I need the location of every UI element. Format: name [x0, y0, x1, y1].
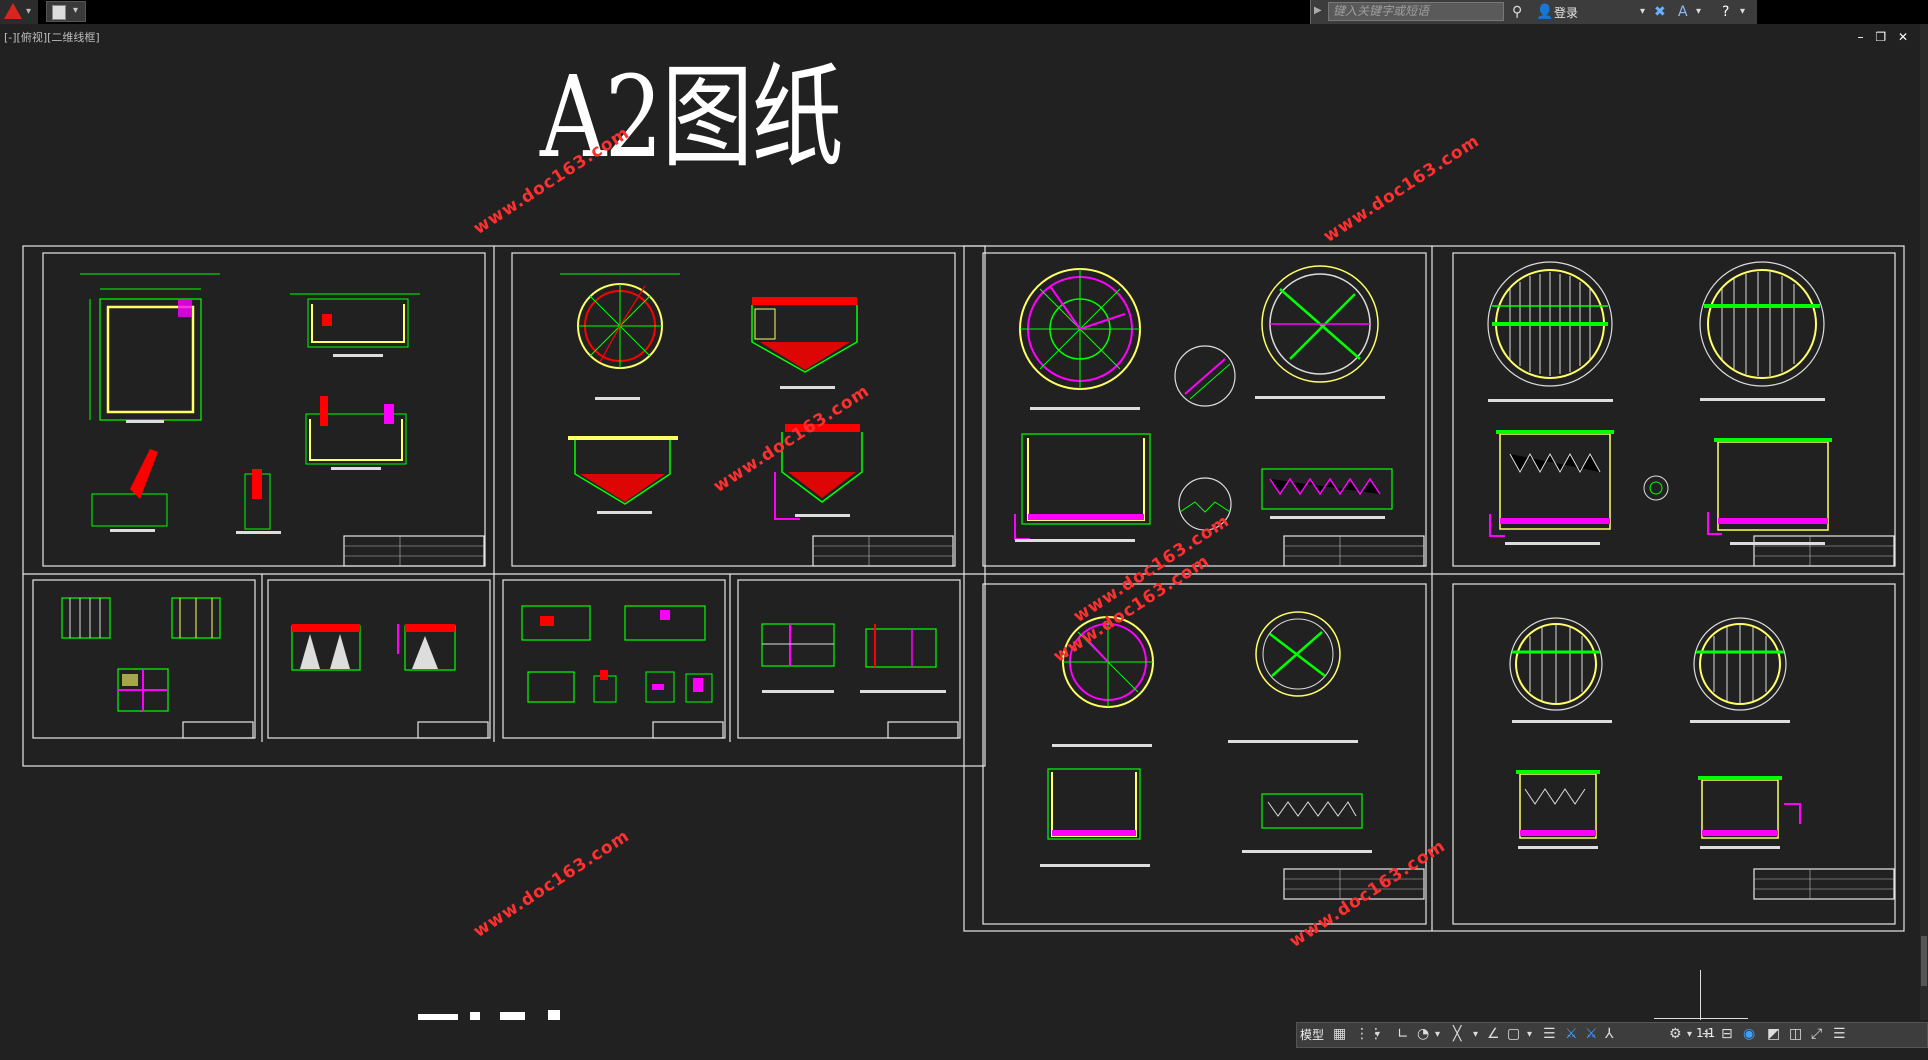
chevron-down-icon[interactable]: ▾: [1435, 1029, 1441, 1040]
chevron-down-icon[interactable]: ▾: [1687, 1029, 1693, 1040]
expand-arrow-icon[interactable]: ▶: [1314, 5, 1322, 16]
sheet-4-drawings: [1487, 261, 1832, 545]
workspace-icon[interactable]: ◩: [1767, 1026, 1781, 1042]
model-tab[interactable]: 模型: [1300, 1028, 1325, 1042]
plus-icon[interactable]: +: [1701, 1026, 1713, 1042]
frame-left-group: [22, 245, 986, 767]
application-menu-button[interactable]: ▾: [0, 0, 38, 24]
restore-icon[interactable]: ❐: [1875, 30, 1887, 44]
search-input[interactable]: 键入关键字或短语: [1328, 2, 1504, 21]
fullscreen-icon[interactable]: ⤢: [1811, 1026, 1823, 1042]
chevron-down-icon[interactable]: ▾: [73, 5, 79, 16]
crosshair-cursor: [1654, 1018, 1748, 1019]
osnap-icon[interactable]: ╳: [1453, 1026, 1462, 1042]
hardware-icon[interactable]: ◉: [1743, 1026, 1756, 1042]
polar-icon[interactable]: ◔: [1417, 1026, 1430, 1042]
drawing-window-controls[interactable]: – ❐ ✕: [1850, 30, 1908, 44]
small-sheet-2-drawings: [291, 624, 456, 671]
sheet-2-drawings: [560, 273, 863, 520]
sheet-1-drawings: [80, 273, 420, 534]
small-sheet-3-drawings: [521, 605, 713, 703]
small-sheet-1-drawings: [61, 597, 221, 712]
annotation-visibility-icon[interactable]: ⚔: [1585, 1026, 1598, 1042]
user-icon[interactable]: 👤: [1536, 4, 1554, 20]
clean-screen-icon[interactable]: ◫: [1789, 1026, 1803, 1042]
sheet-3-drawings: [1014, 265, 1393, 542]
chevron-down-icon[interactable]: ▾: [1473, 1029, 1479, 1040]
autocad-logo-icon: [4, 3, 22, 19]
scrollbar-thumb[interactable]: [1921, 936, 1927, 986]
vertical-scrollbar[interactable]: [1920, 24, 1928, 1020]
ortho-icon[interactable]: ∟: [1397, 1026, 1409, 1042]
save-icon[interactable]: [52, 5, 66, 20]
chevron-down-icon[interactable]: ▾: [1740, 6, 1746, 17]
drawing-canvas[interactable]: [0, 24, 1928, 1020]
close-icon[interactable]: ✕: [1897, 30, 1908, 44]
annotation-scale-icon[interactable]: ⅄: [1605, 1026, 1614, 1042]
minimize-icon[interactable]: –: [1857, 30, 1864, 44]
status-bar-toolbar: ▦ ⋮⋮ ▾ ∟ ◔ ▾ ╳ ▾ ∠ ▢ ▾ ☰ ⚔ ⚔ ⅄ ⚙ ▾ + ⊟ ◉…: [1296, 1022, 1928, 1048]
exchange-icon[interactable]: ✖: [1654, 4, 1666, 20]
quick-access-toolbar[interactable]: ▾: [46, 1, 86, 22]
annotation-scale-dropdown[interactable]: 1:1: [1696, 1026, 1716, 1040]
drawing-title-text: A2图纸: [540, 53, 844, 183]
chevron-down-icon[interactable]: ▾: [1527, 1029, 1533, 1040]
menu-icon[interactable]: ☰: [1833, 1026, 1846, 1042]
offscreen-text-fragment: [418, 1010, 560, 1020]
otrack-icon[interactable]: ∠: [1487, 1026, 1500, 1042]
isolate-icon[interactable]: ⊟: [1721, 1026, 1733, 1042]
chevron-down-icon[interactable]: ▾: [1640, 6, 1646, 17]
annotation-icon[interactable]: ⚔: [1565, 1026, 1578, 1042]
settings-icon[interactable]: ⚙: [1669, 1026, 1682, 1042]
chevron-down-icon[interactable]: ▾: [1375, 1029, 1381, 1040]
binoculars-icon[interactable]: ⚲: [1512, 4, 1523, 20]
transparency-icon[interactable]: ☰: [1543, 1026, 1556, 1042]
sheet-6-drawings: [1509, 617, 1801, 849]
sheet-5-drawings: [1040, 611, 1372, 867]
chevron-down-icon[interactable]: ▾: [1696, 6, 1702, 17]
grid-icon[interactable]: ▦: [1333, 1026, 1347, 1042]
lineweight-icon[interactable]: ▢: [1507, 1026, 1521, 1042]
help-icon[interactable]: ?: [1722, 4, 1730, 20]
chevron-down-icon: ▾: [26, 6, 32, 17]
a360-icon[interactable]: A: [1678, 4, 1688, 20]
small-sheet-4-drawings: [761, 623, 946, 693]
viewport-controls-label[interactable]: [-][俯视][二维线框]: [4, 31, 100, 44]
frame-right-group: [963, 245, 1905, 932]
crosshair-cursor: [1700, 970, 1701, 1022]
snap-icon[interactable]: ⋮⋮: [1355, 1026, 1383, 1042]
login-button[interactable]: 登录: [1554, 6, 1579, 20]
